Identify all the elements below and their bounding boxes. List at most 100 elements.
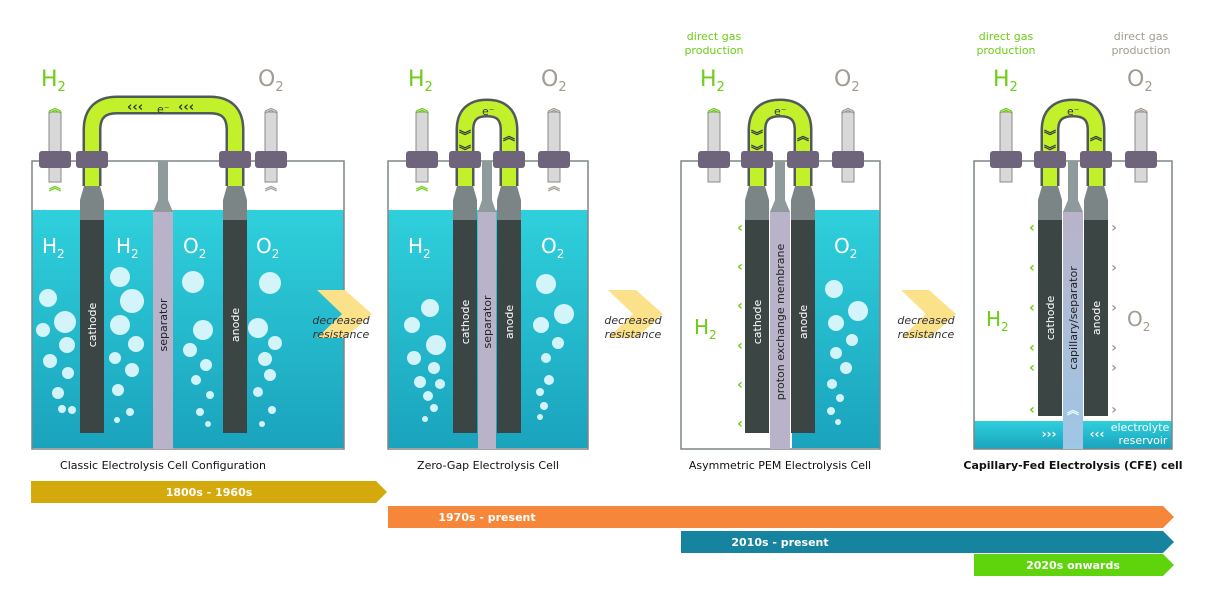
anode-label: anode: [503, 305, 516, 339]
cathode-electrode: [745, 220, 769, 433]
cathode-label: cathode: [86, 302, 99, 347]
cell-title: Zero-Gap Electrolysis Cell: [417, 459, 559, 472]
h2-outlet: [707, 111, 721, 183]
cathode-label: cathode: [459, 299, 472, 344]
o2-bubbles: [825, 280, 868, 425]
h2-side-chevrons: ‹‹ ‹‹ ‹‹: [737, 220, 743, 432]
anode-label: anode: [1090, 301, 1103, 335]
svg-text:︽: ︽: [1090, 129, 1102, 143]
svg-text:︽: ︽: [842, 101, 854, 115]
cell-cfe: e⁻ ︾︾ ︽︽ ︽ cathode capillary/separator a…: [963, 30, 1182, 472]
svg-text:︽: ︽: [416, 179, 428, 193]
o2-outlet-clamp: [538, 151, 570, 168]
svg-text:︽: ︽: [265, 101, 277, 115]
o2-top-label: O2: [1127, 67, 1153, 95]
wire-clamp-right: [787, 151, 819, 168]
o2-bubbles: [533, 274, 574, 420]
wire-clamp-left: [76, 151, 108, 168]
h2-flow-chevrons: ︽: [1000, 101, 1012, 115]
svg-text:›: ›: [1111, 260, 1117, 276]
direct-gas-o2-line2: production: [1111, 44, 1170, 57]
timeline-label-2010s: 2010s - present: [731, 536, 828, 549]
o2-top-label: O2: [258, 67, 284, 95]
timeline-bar-2010s: [681, 531, 1174, 553]
wire-clamp-left: [449, 151, 481, 168]
svg-text:‹‹‹: ‹‹‹: [127, 100, 143, 115]
svg-text:︽: ︽: [548, 101, 560, 115]
cathode-electrode: [1038, 220, 1062, 416]
anode-label: anode: [797, 305, 810, 339]
membrane-top: [770, 161, 790, 212]
separator-label: separator: [481, 295, 494, 349]
cathode-connector: [1038, 186, 1062, 220]
svg-text:‹: ‹: [737, 259, 743, 275]
arrow-label-line2: resistance: [898, 328, 955, 341]
anode-electrode: [1084, 220, 1108, 416]
h2-bubbles: [404, 299, 446, 422]
svg-text:‹: ‹: [737, 220, 743, 236]
wire-core: [750, 100, 810, 186]
electron-label: e⁻: [482, 105, 495, 118]
anode-connector: [223, 186, 247, 220]
anode-connector: [497, 186, 521, 220]
cell-title: Asymmetric PEM Electrolysis Cell: [689, 459, 871, 472]
svg-text:︽: ︽: [265, 179, 277, 193]
h2-outlet-clamp: [990, 151, 1022, 168]
o2-outlet: [547, 111, 561, 183]
svg-text:︽: ︽: [708, 101, 720, 115]
h2-side-chevrons: ‹‹ ‹‹ ‹‹: [1029, 220, 1035, 418]
h2-outlet: [48, 111, 62, 183]
svg-text:︽: ︽: [49, 101, 61, 115]
o2-liquid-label: O2: [834, 234, 857, 261]
wire-clamp-right: [493, 151, 525, 168]
h2-gas-label: H2: [694, 315, 717, 342]
svg-text:‹: ‹: [1029, 340, 1035, 356]
wire-core: [85, 98, 242, 186]
direct-gas-label-line1: direct gas: [687, 30, 742, 43]
h2-top-label: H2: [408, 67, 433, 95]
capillary-flow-chevrons: ︽: [1067, 403, 1079, 417]
timeline-bar-1800s: [31, 481, 387, 503]
svg-text:︽: ︽: [797, 129, 809, 143]
o2-flow-chevrons: ︽︽: [548, 101, 560, 193]
membrane-label: proton exchange membrane: [774, 243, 787, 400]
separator-label: separator: [157, 298, 170, 352]
timeline-label-1970s: 1970s - present: [438, 511, 535, 524]
anode-connector: [1084, 186, 1108, 220]
o2-flow-chevrons: ︽︽: [265, 101, 277, 193]
o2-outlet-clamp: [255, 151, 287, 168]
svg-text:‹: ‹: [737, 338, 743, 354]
reservoir-flow-left: ‹‹‹: [1090, 427, 1105, 441]
h2-top-label: H2: [41, 67, 66, 95]
svg-text:›: ›: [1111, 340, 1117, 356]
direct-gas-h2-line2: production: [976, 44, 1035, 57]
o2-outlet: [1134, 111, 1148, 183]
svg-text:‹: ‹: [1029, 300, 1035, 316]
o2-top-label: O2: [834, 67, 860, 95]
o2-liquid-label: O2: [541, 234, 564, 261]
direct-gas-o2-line1: direct gas: [1114, 30, 1169, 43]
o2-outlet: [841, 111, 855, 183]
timeline-label-1800s: 1800s - 1960s: [166, 486, 253, 499]
separator-top: [153, 161, 173, 212]
h2-flow-chevrons: ︽︽: [416, 101, 428, 193]
timeline: 1800s - 1960s 1970s - present 2010s - pr…: [31, 481, 1174, 576]
svg-text:︽: ︽: [503, 129, 515, 143]
svg-text:‹: ‹: [737, 416, 743, 432]
direct-gas-h2-line1: direct gas: [979, 30, 1034, 43]
h2-flow-chevrons: ︽: [708, 101, 720, 115]
cathode-label: cathode: [1044, 295, 1057, 340]
cell-title: Capillary-Fed Electrolysis (CFE) cell: [963, 459, 1182, 472]
svg-text:︽: ︽: [1135, 101, 1147, 115]
direct-gas-label-line2: production: [684, 44, 743, 57]
svg-text:︽: ︽: [49, 179, 61, 193]
separator-top: [478, 161, 496, 212]
timeline-bar-2020s: [974, 554, 1174, 576]
capillary-separator: [1063, 212, 1083, 449]
h2-outlet-clamp: [406, 151, 438, 168]
h2-top-label: H2: [993, 67, 1018, 95]
o2-liquid-label-2: O2: [256, 234, 279, 261]
h2-liquid-label-2: H2: [116, 234, 139, 261]
arrow-label-line1: decreased: [604, 314, 662, 327]
cathode-electrode: [453, 220, 477, 433]
